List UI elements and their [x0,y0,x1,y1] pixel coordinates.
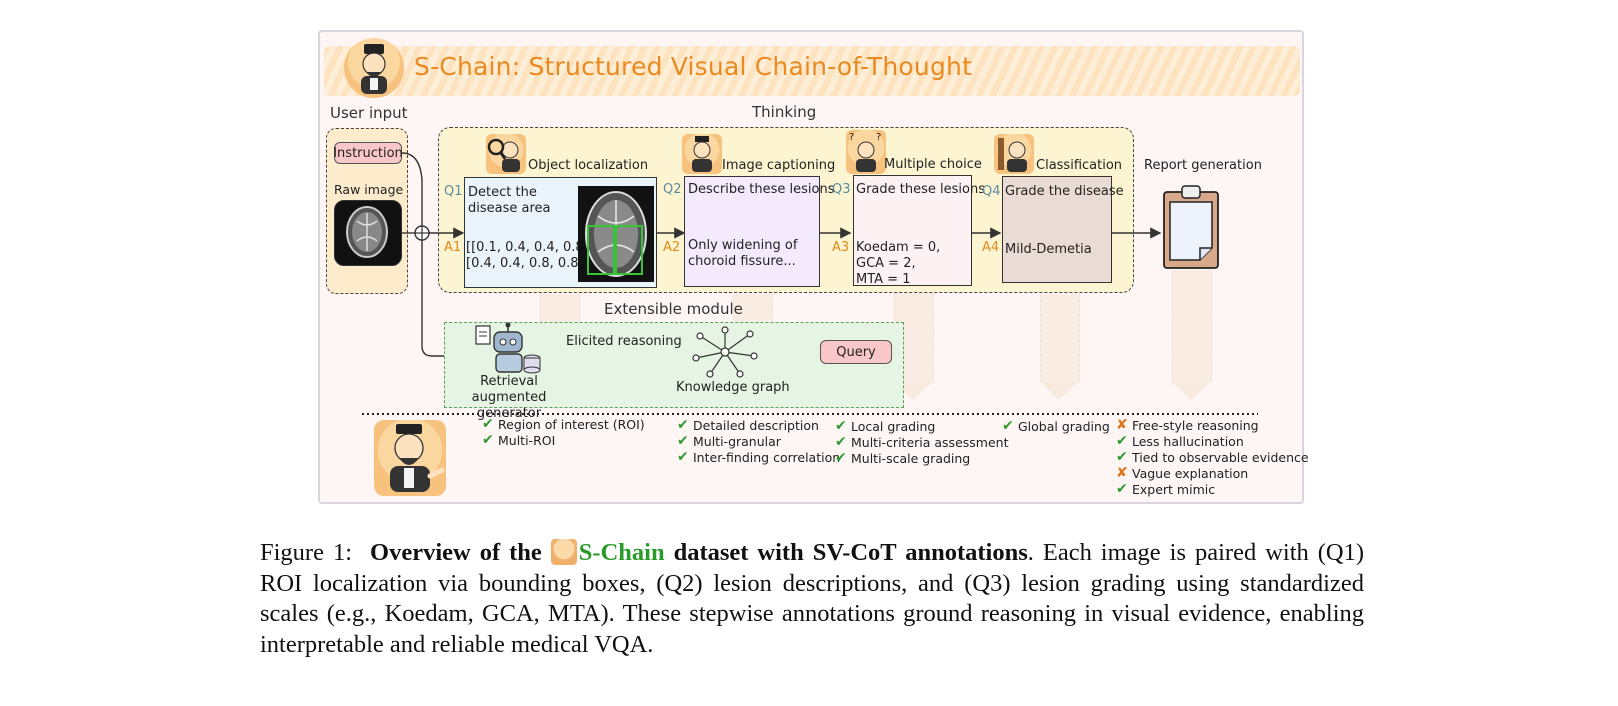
ribbon-report [1172,270,1212,382]
ribbon-tip-step4 [1040,382,1078,400]
caption-body: . Each image is paired with (Q1) ROI loc… [260,539,1365,658]
property-item: ✔Multi-ROI [482,432,556,448]
caption-prefix: Figure 1: [260,539,353,566]
property-item: ✔Multi-granular [677,433,781,449]
property-item: ✔Detailed description [677,417,819,433]
property-item: ✔Inter-finding correlation [677,449,841,465]
knowledge-graph-icon [690,326,760,380]
properties-col4: ✔Global grading [1002,418,1110,434]
step3-card [853,175,972,286]
raw-mri-image [334,200,402,266]
step1-q-tag: Q1 [444,184,463,199]
property-item: ✔Less hallucination [1116,433,1244,449]
check-icon: ✔ [677,433,689,449]
step2-question: Describe these lesions [688,182,835,197]
elicited-reasoning-label: Elicited reasoning [566,334,682,349]
properties-col2: ✔Detailed description ✔Multi-granular ✔I… [677,417,840,465]
thinking-scholar-icon: ? ? [846,130,886,174]
robot-icon [474,322,548,376]
page-title: S-Chain: Structured Visual Chain-of-Thou… [414,52,973,81]
step2-card [684,176,820,287]
property-item: ✘Vague explanation [1116,465,1249,481]
caption-dataset-name: S-Chain [578,539,665,566]
check-icon: ✔ [835,434,847,450]
step3-header: Multiple choice [884,157,982,172]
instruction-pill: Instruction [333,142,403,164]
step1-question: Detect the disease area [468,185,551,216]
step1-header: Object localization [528,158,649,173]
ribbon-tip-report [1172,382,1210,400]
check-icon: ✔ [1116,481,1128,497]
check-icon: ✔ [1116,433,1128,449]
pointing-scholar-icon [374,420,446,496]
step4-answer: Mild-Demetia [1005,242,1092,257]
property-item: ✔Multi-scale grading [835,450,971,466]
svg-text:?: ? [876,132,881,143]
magnifier-scholar-icon [486,134,526,174]
step1-answer: [[0.1, 0.4, 0.4, 0.8], [0.4, 0.4, 0.8, 0… [466,240,593,271]
step2-a-tag: A2 [663,240,681,255]
clipboard-icon [1162,184,1220,270]
property-item: ✔Region of interest (ROI) [482,416,645,432]
captioning-scholar-icon [682,134,722,174]
step4-card [1002,176,1112,283]
check-icon: ✔ [835,450,847,466]
scholar-avatar-icon [344,38,404,98]
section-thinking-label: Thinking [752,103,817,121]
property-item: ✔Expert mimic [1116,481,1216,497]
raw-image-label: Raw image [334,182,404,197]
property-item: ✔Local grading [835,418,936,434]
rag-label: Retrieval augmented generator [471,374,547,421]
step4-a-tag: A4 [982,240,1000,255]
step2-answer: Only widening of choroid fissure... [688,238,798,269]
step4-question: Grade the disease [1005,184,1124,199]
svg-text:?: ? [849,132,854,143]
check-icon: ✔ [1116,449,1128,465]
property-item: ✘Free-style reasoning [1116,417,1259,433]
step4-header: Classification [1036,158,1123,173]
section-extensible-label: Extensible module [604,300,743,318]
caption-bold-end: dataset with SV-CoT annotations [673,539,1028,566]
scholar-inline-icon [550,539,577,565]
classification-scholar-icon [994,134,1034,174]
property-item: ✔Multi-criteria assessment [835,434,1009,450]
section-user-input-label: User input [330,104,408,122]
figure-caption: Figure 1: Overview of the S-Chain datase… [260,538,1364,660]
properties-col5: ✘Free-style reasoning ✔Less hallucinatio… [1116,417,1309,497]
step1-a-tag: A1 [444,240,462,255]
cross-icon: ✘ [1116,417,1128,433]
properties-col1: ✔Region of interest (ROI) ✔Multi-ROI [482,416,645,448]
step1-mri-image [578,186,654,282]
section-report-label: Report generation [1144,158,1262,173]
check-icon: ✔ [835,418,847,434]
knowledge-graph-label: Knowledge graph [676,380,790,395]
step3-q-tag: Q3 [832,182,851,197]
check-icon: ✔ [482,432,494,448]
step2-q-tag: Q2 [663,182,682,197]
query-pill: Query [820,340,892,364]
check-icon: ✔ [1002,418,1014,434]
caption-bold-start: Overview of the [370,539,542,566]
step4-q-tag: Q4 [982,184,1001,199]
properties-col3: ✔Local grading ✔Multi-criteria assessmen… [835,418,1008,466]
check-icon: ✔ [677,449,689,465]
check-icon: ✔ [677,417,689,433]
step2-header: Image captioning [722,158,836,173]
step3-a-tag: A3 [832,240,850,255]
ribbon-step4 [1040,294,1080,382]
property-item: ✔Tied to observable evidence [1116,449,1309,465]
step3-answer: Koedam = 0, GCA = 2, MTA = 1 [856,240,941,287]
step3-question: Grade these lesions [856,182,985,197]
title-band [324,46,1300,96]
cross-icon: ✘ [1116,465,1128,481]
property-item: ✔Global grading [1002,418,1110,434]
check-icon: ✔ [482,416,494,432]
